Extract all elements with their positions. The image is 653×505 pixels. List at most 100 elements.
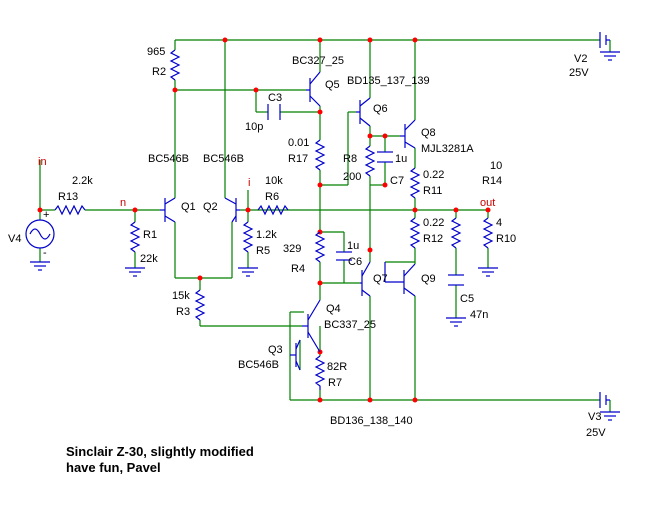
resistor-r10-symbol bbox=[482, 217, 494, 249]
v3-value: 25V bbox=[586, 427, 606, 439]
net-label-in: in bbox=[38, 156, 47, 168]
q2-name: Q2 bbox=[203, 201, 218, 213]
c6-name: C6 bbox=[348, 256, 362, 268]
resistor-r7-symbol bbox=[314, 355, 326, 390]
supply-v3-symbol bbox=[599, 392, 610, 408]
resistor-r8-symbol bbox=[364, 145, 376, 177]
r17-name: R17 bbox=[288, 153, 308, 165]
resistor-r6-symbol bbox=[257, 204, 289, 216]
junction-dot bbox=[453, 207, 459, 213]
junction-dot bbox=[367, 247, 373, 253]
junction-dot bbox=[412, 207, 418, 213]
transistor-q3-symbol bbox=[290, 339, 301, 371]
q9-name: Q9 bbox=[421, 273, 436, 285]
ground-symbols bbox=[30, 51, 620, 421]
junctions bbox=[37, 37, 491, 403]
junction-dot bbox=[37, 207, 43, 213]
c3-name: C3 bbox=[268, 92, 282, 104]
q7-model: BD136_138_140 bbox=[330, 415, 413, 427]
transistor-q8-symbol bbox=[400, 119, 416, 149]
v3-name: V3 bbox=[588, 411, 601, 423]
caption: Sinclair Z-30, slightly modified have fu… bbox=[66, 444, 254, 475]
q3-model: BC546B bbox=[238, 359, 279, 371]
c6-value: 1u bbox=[347, 240, 359, 252]
v4-name: V4 bbox=[8, 233, 21, 245]
resistor-r3-symbol bbox=[194, 289, 206, 321]
r1-name: R1 bbox=[143, 229, 157, 241]
q1-name: Q1 bbox=[181, 201, 196, 213]
c5-name: C5 bbox=[460, 293, 474, 305]
r13-name: R13 bbox=[58, 191, 78, 203]
component-symbols bbox=[25, 32, 620, 421]
r8-name: R8 bbox=[343, 153, 357, 165]
net-label-out: out bbox=[480, 197, 495, 209]
junction-dot bbox=[253, 87, 259, 93]
transistor-q1-symbol bbox=[160, 197, 176, 223]
q5-model: BC327_25 bbox=[292, 55, 344, 67]
junction-dot bbox=[172, 87, 178, 93]
resistor-r12-symbol bbox=[409, 217, 421, 249]
r17-value: 0.01 bbox=[288, 137, 309, 149]
junction-dot bbox=[317, 397, 323, 403]
q3-name: Q3 bbox=[268, 344, 283, 356]
q2-model: BC546B bbox=[203, 153, 244, 165]
r12-value: 0.22 bbox=[423, 217, 444, 229]
resistor-r11-symbol bbox=[409, 167, 421, 199]
junction-dot bbox=[367, 37, 373, 43]
r14-name: R14 bbox=[482, 175, 502, 187]
resistor-r5-symbol bbox=[242, 221, 254, 253]
c7-value: 1u bbox=[395, 153, 407, 165]
junction-dot bbox=[412, 397, 418, 403]
v2-name: V2 bbox=[574, 53, 587, 65]
junction-dot bbox=[222, 37, 228, 43]
r4-name: R4 bbox=[291, 263, 305, 275]
q7-name: Q7 bbox=[373, 273, 388, 285]
junction-dot bbox=[367, 133, 373, 139]
q4-model: BC337_25 bbox=[324, 319, 376, 331]
r11-name: R11 bbox=[423, 185, 442, 197]
transistor-q4-symbol bbox=[302, 299, 321, 353]
q4-name: Q4 bbox=[326, 303, 341, 315]
junction-dot bbox=[412, 37, 418, 43]
resistor-r4-symbol bbox=[314, 231, 326, 263]
q8-name: Q8 bbox=[421, 127, 436, 139]
r7-name: R7 bbox=[328, 377, 342, 389]
transistor-q7-symbol bbox=[360, 261, 371, 297]
c5-value: 47n bbox=[470, 309, 488, 321]
r8-value: 200 bbox=[343, 171, 361, 183]
r2-name: R2 bbox=[152, 66, 166, 78]
caption-line-1: Sinclair Z-30, slightly modified bbox=[66, 444, 254, 459]
r10-value: 4 bbox=[496, 217, 502, 229]
r13-value: 2.2k bbox=[72, 175, 93, 187]
net-label-n: n bbox=[120, 197, 126, 209]
resistor-r14-symbol bbox=[450, 217, 462, 249]
transistor-q5-symbol bbox=[306, 71, 321, 107]
caption-line-2: have fun, Pavel bbox=[66, 460, 161, 475]
resistor-r17-symbol bbox=[314, 139, 326, 171]
supply-v2-symbol bbox=[599, 32, 610, 48]
wires bbox=[39, 39, 611, 412]
component-labels: 965 R2 BC327_25 Q5 BD135_137_139 Q6 C3 1… bbox=[8, 46, 606, 439]
r3-value: 15k bbox=[172, 290, 190, 302]
r5-value: 1.2k bbox=[256, 229, 277, 241]
r7-value: 82R bbox=[327, 361, 347, 373]
junction-dot bbox=[367, 397, 373, 403]
q1-model: BC546B bbox=[148, 153, 189, 165]
v4-plus: + bbox=[43, 209, 49, 221]
v2-value: 25V bbox=[569, 67, 589, 79]
junction-dot bbox=[317, 182, 323, 188]
junction-dot bbox=[197, 275, 203, 281]
q6-model: BD135_137_139 bbox=[347, 75, 430, 87]
ac-source-v4-symbol bbox=[25, 219, 55, 249]
r2-value: 965 bbox=[147, 46, 165, 58]
junction-dot bbox=[132, 207, 138, 213]
junction-dot bbox=[485, 207, 491, 213]
r12-name: R12 bbox=[423, 233, 443, 245]
q5-name: Q5 bbox=[325, 79, 340, 91]
junction-dot bbox=[317, 109, 323, 115]
junction-dot bbox=[382, 182, 388, 188]
r6-value: 10k bbox=[265, 175, 283, 187]
r14-value: 10 bbox=[490, 160, 502, 172]
r10-name: R10 bbox=[496, 233, 516, 245]
